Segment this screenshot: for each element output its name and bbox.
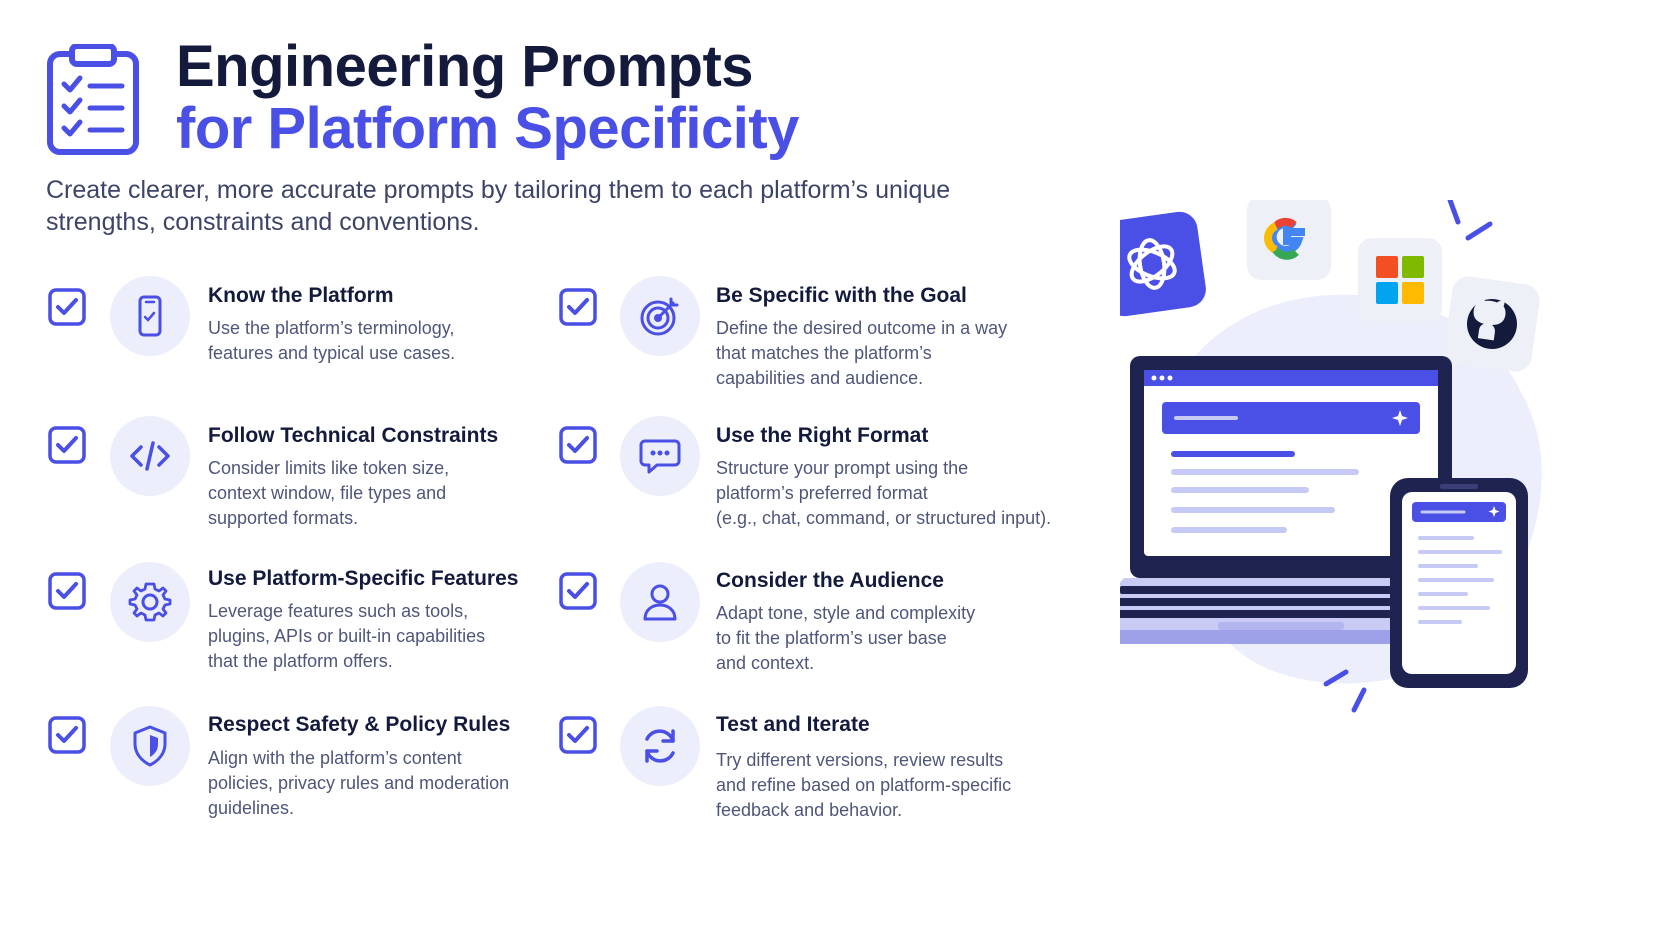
item-description: Define the desired outcome in a way that… [716, 318, 1008, 388]
item-title: Consider the Audience [716, 569, 944, 592]
checkbox-checked-icon [559, 426, 597, 464]
code-icon [110, 416, 190, 496]
checkbox-checked-icon [48, 288, 86, 326]
gear-icon [110, 562, 190, 642]
item-description: Leverage features such as tools, plugins… [208, 601, 486, 671]
item-title: Use Platform-Specific Features [208, 567, 519, 590]
smartphone-icon [110, 276, 190, 356]
item-title: Follow Technical Constraints [208, 424, 499, 447]
phone-icon [1390, 478, 1528, 688]
item-description: Structure your prompt using the platform… [716, 458, 1052, 528]
page-title-line1: Engineering Prompts [176, 34, 754, 99]
checkbox-checked-icon [48, 426, 86, 464]
page-subtitle: Create clearer, more accurate prompts by… [46, 176, 951, 236]
item-title: Use the Right Format [716, 424, 929, 447]
user-icon [620, 562, 700, 642]
shield-icon [110, 706, 190, 786]
target-icon [620, 276, 700, 356]
item-description: Try different versions, review results a… [716, 750, 1012, 820]
item-title: Respect Safety & Policy Rules [208, 713, 511, 736]
item-description: Consider limits like token size, context… [208, 458, 450, 528]
clipboard-checklist-icon [47, 44, 139, 155]
item-description: Align with the platform’s content polici… [208, 748, 510, 818]
refresh-icon [620, 706, 700, 786]
item-title: Know the Platform [208, 284, 394, 307]
item-title: Test and Iterate [716, 713, 870, 736]
item-title: Be Specific with the Goal [716, 284, 967, 307]
item-description: Adapt tone, style and complexity to fit … [716, 603, 976, 673]
page-title-line2: for Platform Specificity [176, 96, 799, 161]
google-logo-icon [1247, 200, 1331, 280]
chat-bubble-icon [620, 416, 700, 496]
devices-illustration [1120, 200, 1542, 713]
openai-logo-icon [1120, 211, 1206, 317]
checkbox-checked-icon [559, 716, 597, 754]
checkbox-checked-icon [559, 288, 597, 326]
checkbox-checked-icon [559, 572, 597, 610]
checkbox-checked-icon [48, 572, 86, 610]
microsoft-logo-icon [1358, 238, 1442, 322]
checkbox-checked-icon [48, 716, 86, 754]
item-description: Use the platform’s terminology, features… [208, 318, 456, 363]
github-logo-icon [1444, 276, 1540, 372]
